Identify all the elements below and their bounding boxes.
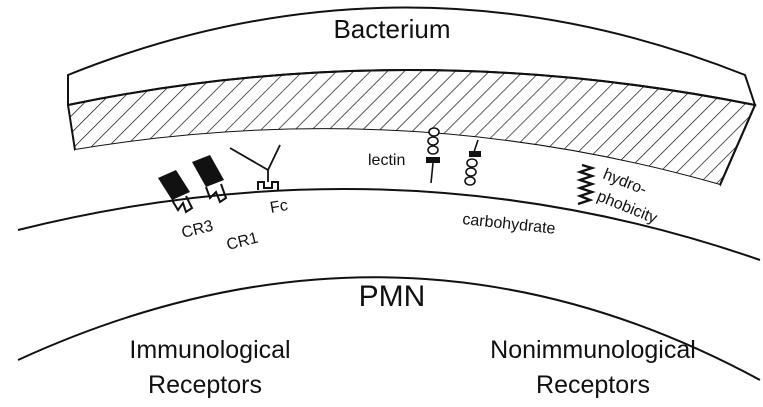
bacterium-label: Bacterium <box>333 14 450 44</box>
immunological-receptors-line2: Receptors <box>148 371 262 399</box>
immunological-receptors-line1: Immunological <box>129 336 290 364</box>
lectin-label: lectin <box>368 152 405 169</box>
cr3-label: CR3 <box>180 218 215 242</box>
nonimmunological-receptors-line2: Receptors <box>536 371 650 399</box>
cr1-label: CR1 <box>225 230 260 254</box>
fc-label: Fc <box>269 197 289 217</box>
carbohydrate-label: carbohydrate <box>462 211 557 238</box>
nonimmunological-receptors-line1: Nonimmunological <box>490 336 696 364</box>
pmn-label: PMN <box>359 280 426 313</box>
